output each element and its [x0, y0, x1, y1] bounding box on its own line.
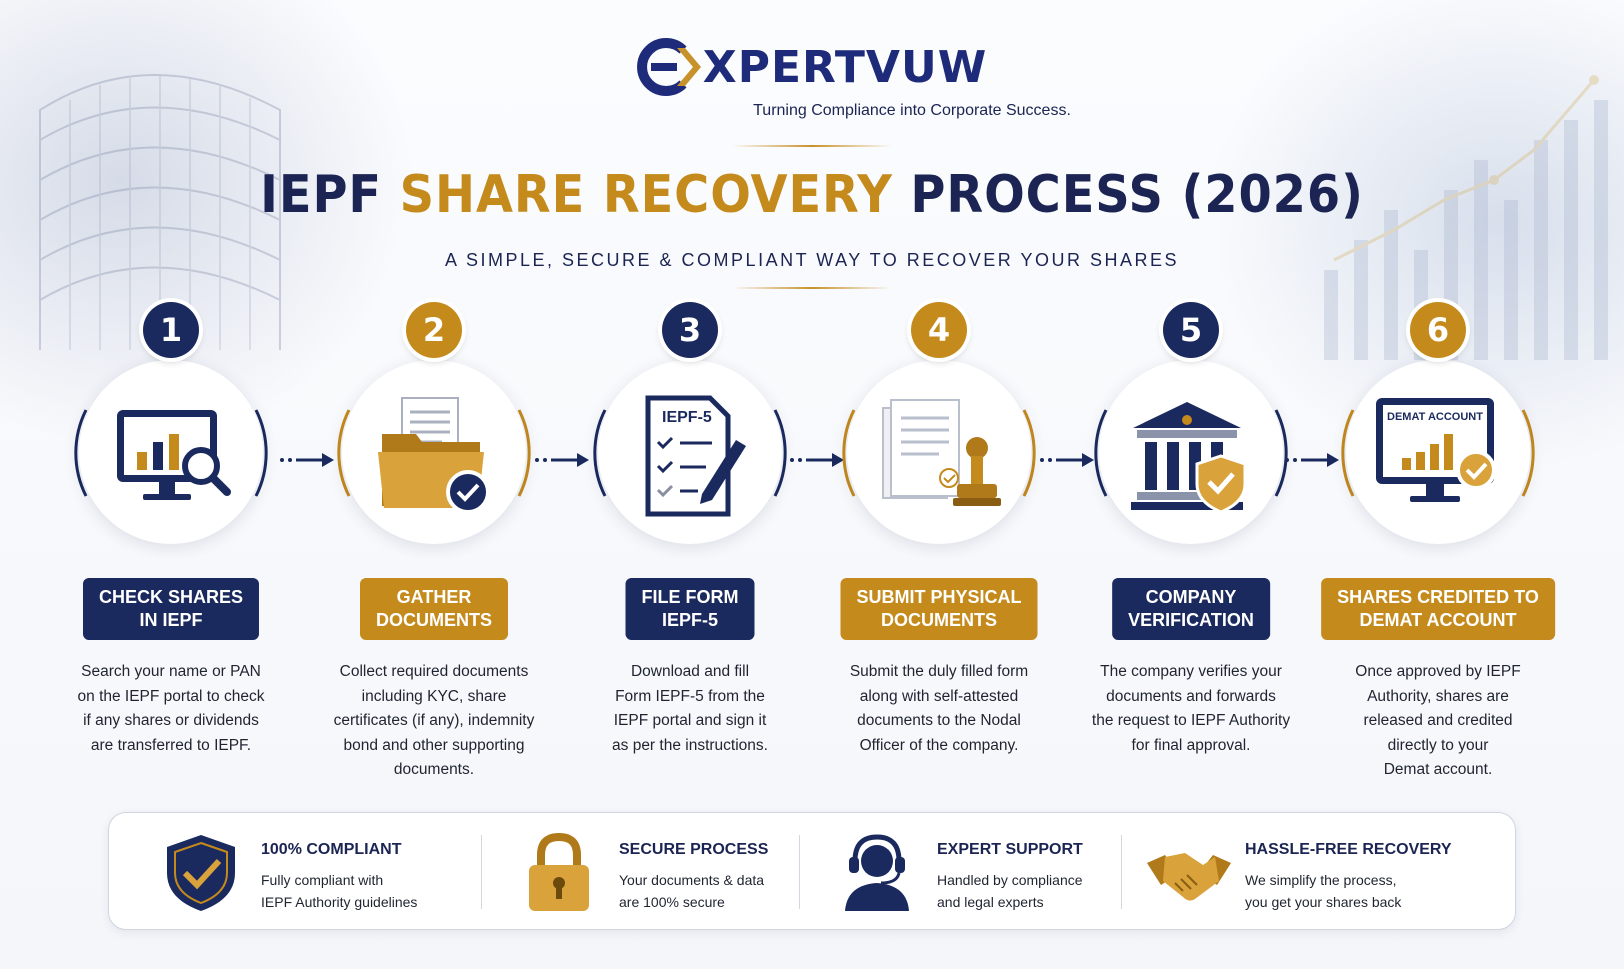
divider-top — [732, 145, 892, 147]
step-number: 1 — [143, 302, 199, 358]
svg-text:DEMAT ACCOUNT: DEMAT ACCOUNT — [1387, 411, 1483, 423]
feature-title: SECURE PROCESS — [619, 841, 769, 858]
brand-logo[interactable]: XPERTVUW — [0, 38, 1624, 101]
form-checklist-icon: IEPF-5 — [645, 395, 746, 517]
bank-shield-icon — [1131, 402, 1247, 514]
growth-chart-decoration — [1324, 75, 1608, 360]
feature-title: EXPERT SUPPORT — [937, 841, 1083, 858]
tagline: Turning Compliance into Corporate Succes… — [753, 102, 1071, 119]
step-ring — [74, 409, 268, 497]
step-number: 4 — [911, 302, 967, 358]
feature-title: 100% COMPLIANT — [261, 841, 402, 858]
arrow-right-icon — [790, 453, 844, 467]
divider — [481, 835, 482, 909]
folder-check-icon — [378, 397, 490, 514]
step-ring — [593, 409, 787, 497]
logo-e-icon — [636, 38, 701, 96]
feature-title: HASSLE-FREE RECOVERY — [1245, 841, 1452, 858]
arrow-right-icon — [280, 453, 334, 467]
step-ring — [1094, 409, 1288, 497]
divider-bottom — [732, 287, 892, 289]
step-number: 2 — [406, 302, 462, 358]
padlock-icon — [529, 833, 589, 911]
arrow-right-icon — [1285, 453, 1339, 467]
arrow-right-icon — [1040, 453, 1094, 467]
step-ring — [1341, 409, 1535, 497]
subtitle: A SIMPLE, SECURE & COMPLIANT WAY TO RECO… — [445, 250, 1179, 270]
monitor-search-icon — [117, 410, 231, 500]
shield-check-icon — [167, 835, 235, 911]
feature-hassle-free: HASSLE-FREE RECOVERY We simplify the pro… — [1145, 829, 1475, 915]
svg-text:IEPF-5: IEPF-5 — [662, 409, 712, 426]
step-ring — [842, 409, 1036, 497]
headset-support-icon — [845, 834, 909, 911]
page-title: IEPF SHARE RECOVERY PROCESS (2026) — [65, 165, 1559, 225]
title-part-2: SHARE RECOVERY — [399, 165, 893, 225]
step-number: 5 — [1163, 302, 1219, 358]
divider — [1121, 835, 1122, 909]
documents-stamp-icon — [882, 399, 1001, 506]
demat-monitor-icon: DEMAT ACCOUNT — [1376, 398, 1496, 502]
feature-description: We simplify the process,you get your sha… — [1245, 872, 1402, 910]
step-number: 3 — [662, 302, 718, 358]
arrow-right-icon — [535, 453, 589, 467]
handshake-icon — [1147, 853, 1231, 901]
step-ring — [337, 409, 531, 497]
step-number: 6 — [1410, 302, 1466, 358]
title-part-3: PROCESS (2026) — [892, 165, 1364, 225]
title-part-1: IEPF — [260, 165, 400, 225]
logo-text: XPERTVUW — [702, 41, 988, 93]
divider — [799, 835, 800, 909]
